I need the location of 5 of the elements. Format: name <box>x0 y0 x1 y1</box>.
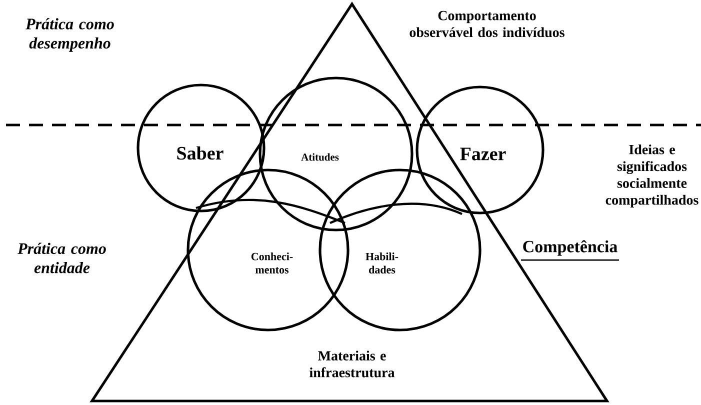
side-label: Comportamento observável dos indivíduos <box>410 10 564 38</box>
underlined-label: Competência <box>521 240 619 261</box>
side-label: Ideias e significados socialmente compartilhados <box>606 144 698 208</box>
side-label: Prática como desempenho <box>26 18 114 52</box>
side-label: Prática como entidade <box>18 242 106 274</box>
